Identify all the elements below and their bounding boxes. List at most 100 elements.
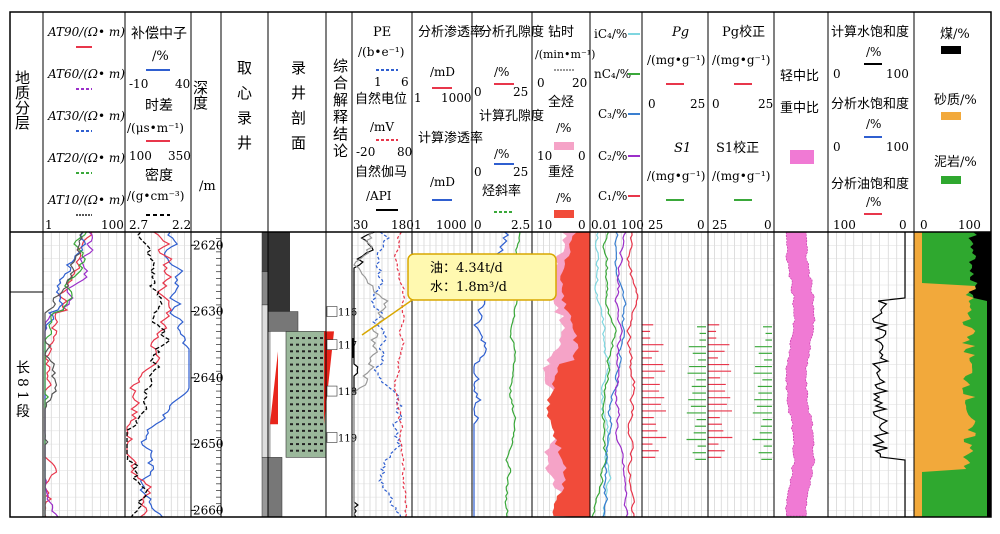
gas-label: C₃/% [598,107,627,121]
cnl-unit: /% [152,49,169,64]
heavy-max: 0 [578,218,586,232]
chart-frame [9,11,992,518]
sp-min: -20 [356,145,375,159]
litho-block [268,232,290,312]
gas-curve [591,231,617,518]
chart-header: 地质分层 AT90/(Ω• m) AT60/(Ω• m) AT30/(Ω• m)… [13,24,981,232]
litho-dot [308,403,311,406]
an-sw-max: 100 [886,140,909,154]
gas-curve [626,231,639,518]
litho-dot [296,396,299,399]
resist-scale-min: 1 [45,218,53,232]
litho-dot [308,443,311,446]
poro-min-3: 0 [474,218,482,232]
litho-block [285,331,327,458]
an-sw-label: 分析水饱和度 [831,96,909,112]
lith-max: 100 [958,218,981,232]
water-rate-text: 水：1.8m³/d [430,280,507,295]
resistivity-curve [44,231,84,517]
pgc-label: Pg校正 [722,24,765,40]
litho-dot [290,416,293,419]
interp-layer-label: 117 [338,341,357,352]
litho-dot [308,350,311,353]
total-max: 0 [578,149,586,163]
poro-max-1: 25 [513,85,528,99]
lith-min: 0 [920,218,928,232]
litho-dot [308,416,311,419]
mud-label: 泥岩/% [934,155,977,170]
litho-dot [290,370,293,373]
litho-dot [314,356,317,359]
litho-dot [290,343,293,346]
poro-max-2: 25 [513,165,528,179]
sand-swatch [941,112,961,120]
interp-swatch [326,432,338,443]
den-label: 密度 [145,167,173,184]
light-ratio-label: 轻中比 [780,69,819,84]
litho-dot [302,350,305,353]
litho-dot [308,370,311,373]
perm-unit-2: /mD [430,175,455,189]
s1c-unit: /(mg•g⁻¹) [712,169,770,183]
litho-dot [314,363,317,366]
depth-tick-label: 2660 [193,503,224,517]
s1c-max: 0 [764,218,772,232]
litho-dot [302,416,305,419]
litho-dot [320,403,323,406]
litho-dot [302,363,305,366]
litho-dot [290,449,293,452]
pgc-header: Pg校正 /(mg•g⁻¹) 0 25 S1校正 /(mg•g⁻¹) 25 0 [712,24,773,232]
perm-max-1: 1000 [441,91,472,105]
resist-legend-label: AT60/(Ω• m) [47,67,125,81]
depth-tick-label: 2640 [193,371,224,385]
litho-dot [290,390,293,393]
poro-label-1: 分析孔隙度 [479,24,544,40]
gr-min: 30 [353,218,368,232]
s1-unit: /(mg•g⁻¹) [647,169,705,183]
litho-dot [302,383,305,386]
litho-dot [308,429,311,432]
heavy-unit: /% [556,191,571,205]
calc-sw-min: 0 [833,67,841,81]
litho-profile-header: 录井剖面 [289,60,307,160]
litho-dot [302,376,305,379]
litho-dot [290,337,293,340]
oil-max: 0 [899,218,907,232]
litho-dot [302,356,305,359]
depth-unit: /m [199,179,216,194]
litho-dot [302,423,305,426]
litho-dot [302,343,305,346]
litho-dot [308,409,311,412]
litho-dot [302,390,305,393]
an-sw-unit: /% [866,117,881,131]
calc-sw-label: 计算水饱和度 [831,24,909,40]
litho-dot [296,403,299,406]
total-unit: /% [556,121,571,135]
s1-max: 0 [697,218,705,232]
cnl-min: -10 [129,77,148,91]
litho-dot [290,429,293,432]
poro-min-2: 0 [474,165,482,179]
interp-swatch [326,339,338,350]
litho-dot [290,356,293,359]
litho-dot [308,343,311,346]
interp-swatch [326,306,338,317]
ac-min: 100 [129,149,152,163]
litho-dot [314,403,317,406]
s1c-min: 25 [712,218,727,232]
perm-unit-1: /mD [430,65,455,79]
litho-dot [308,390,311,393]
litho-dot [290,350,293,353]
litho-dot [308,396,311,399]
depth-tick-label: 2620 [193,238,224,252]
an-sw-min: 0 [833,140,841,154]
heavy-gas-fill [546,232,590,517]
pg-unit: /(mg•g⁻¹) [647,53,705,67]
litho-dot [314,409,317,412]
s1c-label: S1校正 [716,140,759,156]
litho-dot [290,403,293,406]
litho-dot [302,396,305,399]
litho-dot [314,343,317,346]
heavy-swatch [554,210,574,218]
den-unit: /(g•cm⁻³) [127,189,184,203]
